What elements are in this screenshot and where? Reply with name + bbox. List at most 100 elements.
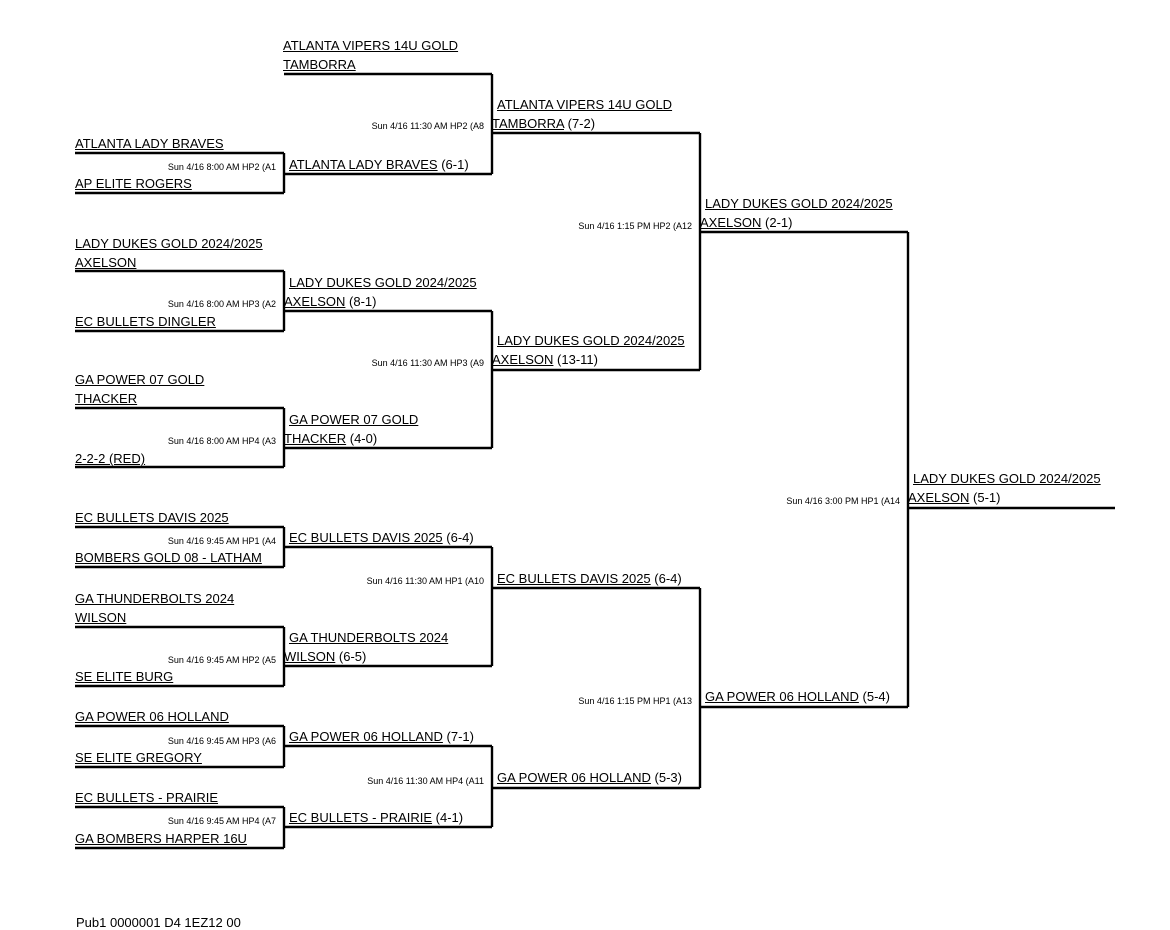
score: (6-4) — [654, 571, 682, 586]
team-slot-ec-bullets-davis-2025[interactable]: EC BULLETS DAVIS 2025 — [75, 508, 229, 527]
score: (5-1) — [973, 490, 1001, 505]
team-slot-bombers-gold-08-latham[interactable]: BOMBERS GOLD 08 - LATHAM — [75, 548, 262, 567]
match-a10-lines — [284, 545, 494, 668]
winner-slot-a7[interactable]: EC BULLETS - PRAIRIE (4-1) — [289, 808, 463, 827]
team-name[interactable]: LADY DUKES GOLD 2024/2025 — [913, 471, 1101, 486]
match-a12-lines — [492, 131, 702, 372]
team-name[interactable]: GA THUNDERBOLTS 2024 — [75, 591, 235, 606]
team-name[interactable]: EC BULLETS - PRAIRIE — [75, 790, 219, 805]
team-name[interactable]: BOMBERS GOLD 08 - LATHAM — [75, 550, 262, 565]
winner-slot-a1[interactable]: ATLANTA LADY BRAVES (6-1) — [289, 155, 469, 174]
team-name[interactable]: LADY DUKES GOLD 2024/2025 — [497, 333, 685, 348]
score: (6-1) — [441, 157, 469, 172]
team-slot-ga-power-07-gold[interactable]: GA POWER 07 GOLD THACKER — [75, 370, 204, 408]
match-a5-lines — [75, 625, 286, 688]
team-name[interactable]: EC BULLETS DAVIS 2025 — [75, 510, 229, 525]
team-slot-ga-power-06-holland[interactable]: GA POWER 06 HOLLAND — [75, 707, 229, 726]
game-label-a7: Sun 4/16 9:45 AM HP4 (A7 — [167, 816, 276, 826]
team-name[interactable]: 2-2-2 (RED) — [75, 451, 146, 466]
footer-text: Pub1 0000001 D4 1EZ12 00 — [76, 915, 241, 930]
game-label-a6: Sun 4/16 9:45 AM HP3 (A6 — [167, 736, 276, 746]
game-label-a12: Sun 4/16 1:15 PM HP2 (A12 — [578, 221, 692, 231]
winner-slot-a11[interactable]: GA POWER 06 HOLLAND (5-3) — [497, 768, 682, 787]
winner-slot-a12[interactable]: LADY DUKES GOLD 2024/2025 AXELSON (2-1) — [700, 194, 893, 232]
winner-slot-a8[interactable]: ATLANTA VIPERS 14U GOLD TAMBORRA (7-2) — [492, 95, 672, 133]
game-label-a5: Sun 4/16 9:45 AM HP2 (A5 — [167, 655, 276, 665]
team-slot-lady-dukes-gold[interactable]: LADY DUKES GOLD 2024/2025 AXELSON — [75, 234, 263, 272]
team-slot-ga-thunderbolts-2024[interactable]: GA THUNDERBOLTS 2024 WILSON — [75, 589, 234, 627]
score: (4-1) — [435, 810, 464, 825]
team-slot-atlanta-vipers-14u-gold[interactable]: ATLANTA VIPERS 14U GOLD TAMBORRA — [283, 36, 458, 74]
team-coach[interactable]: AXELSON — [284, 294, 346, 309]
score: (6-4) — [446, 530, 474, 545]
winner-slot-a3[interactable]: GA POWER 07 GOLD THACKER (4-0) — [284, 410, 418, 448]
game-label-a8: Sun 4/16 11:30 AM HP2 (A8 — [371, 121, 484, 131]
winner-slot-a2[interactable]: LADY DUKES GOLD 2024/2025 AXELSON (8-1) — [284, 273, 477, 311]
score: (7-2) — [567, 116, 596, 131]
champion-slot[interactable]: LADY DUKES GOLD 2024/2025 AXELSON (5-1) — [908, 469, 1101, 507]
team-coach[interactable]: TAMBORRA — [492, 116, 564, 131]
team-name[interactable]: ATLANTA LADY BRAVES — [289, 157, 438, 172]
team-name[interactable]: EC BULLETS DAVIS 2025 — [289, 530, 443, 545]
team-name[interactable]: EC BULLETS DINGLER — [75, 314, 216, 329]
team-name[interactable]: GA THUNDERBOLTS 2024 — [289, 630, 449, 645]
team-name[interactable]: LADY DUKES GOLD 2024/2025 — [705, 196, 893, 211]
team-name[interactable]: GA BOMBERS HARPER 16U — [75, 831, 247, 846]
team-name[interactable]: AP ELITE ROGERS — [75, 176, 192, 191]
team-name[interactable]: GA POWER 06 HOLLAND — [289, 729, 443, 744]
match-a13-lines — [492, 586, 702, 790]
winner-slot-a6[interactable]: GA POWER 06 HOLLAND (7-1) — [289, 727, 474, 746]
winner-slot-a4[interactable]: EC BULLETS DAVIS 2025 (6-4) — [289, 528, 474, 547]
team-name[interactable]: GA POWER 07 GOLD — [75, 372, 205, 387]
winner-slot-a10[interactable]: EC BULLETS DAVIS 2025 (6-4) — [497, 569, 682, 588]
team-name[interactable]: ATLANTA VIPERS 14U GOLD — [497, 97, 673, 112]
team-slot-ap-elite-rogers[interactable]: AP ELITE ROGERS — [75, 174, 192, 193]
winner-slot-a9[interactable]: LADY DUKES GOLD 2024/2025 AXELSON (13-11… — [492, 331, 685, 369]
team-coach[interactable]: AXELSON — [492, 352, 554, 367]
score: (8-1) — [349, 294, 377, 309]
match-a2-lines — [75, 269, 286, 333]
match-a9-lines — [284, 309, 494, 450]
team-name[interactable]: LADY DUKES GOLD 2024/2025 — [75, 236, 263, 251]
team-name[interactable]: LADY DUKES GOLD 2024/2025 — [289, 275, 477, 290]
game-label-a1: Sun 4/16 8:00 AM HP2 (A1 — [167, 162, 276, 172]
winner-slot-a5[interactable]: GA THUNDERBOLTS 2024 WILSON (6-5) — [284, 628, 448, 666]
team-slot-ga-bombers-harper-16u[interactable]: GA BOMBERS HARPER 16U — [75, 829, 247, 848]
team-name[interactable]: SE ELITE GREGORY — [75, 750, 202, 765]
match-a3-lines — [75, 406, 286, 469]
game-label-a14: Sun 4/16 3:00 PM HP1 (A14 — [786, 496, 900, 506]
match-a11-lines — [284, 744, 494, 829]
game-label-a11: Sun 4/16 11:30 AM HP4 (A11 — [367, 776, 484, 786]
team-coach[interactable]: THACKER — [284, 431, 347, 446]
team-slot-2-2-2-red[interactable]: 2-2-2 (RED) — [75, 449, 145, 468]
team-name[interactable]: GA POWER 06 HOLLAND — [75, 709, 229, 724]
team-coach[interactable]: AXELSON — [908, 490, 970, 505]
match-a14-lines — [700, 230, 910, 709]
game-label-a2: Sun 4/16 8:00 AM HP3 (A2 — [167, 299, 276, 309]
score: (7-1) — [446, 729, 474, 744]
winner-slot-a13[interactable]: GA POWER 06 HOLLAND (5-4) — [705, 687, 890, 706]
team-slot-se-elite-gregory[interactable]: SE ELITE GREGORY — [75, 748, 202, 767]
team-name[interactable]: SE ELITE BURG — [75, 669, 174, 684]
team-coach[interactable]: AXELSON — [75, 255, 137, 270]
team-name[interactable]: GA POWER 06 HOLLAND — [705, 689, 859, 704]
team-coach[interactable]: AXELSON — [700, 215, 762, 230]
score: (13-11) — [557, 352, 598, 367]
team-slot-atlanta-lady-braves[interactable]: ATLANTA LADY BRAVES — [75, 134, 224, 153]
team-slot-ec-bullets-prairie[interactable]: EC BULLETS - PRAIRIE — [75, 788, 218, 807]
team-name[interactable]: GA POWER 07 GOLD — [289, 412, 419, 427]
team-name[interactable]: ATLANTA VIPERS 14U GOLD — [283, 38, 459, 53]
team-name[interactable]: GA POWER 06 HOLLAND — [497, 770, 651, 785]
team-name[interactable]: EC BULLETS - PRAIRIE — [289, 810, 433, 825]
score: (5-3) — [654, 770, 682, 785]
team-slot-ec-bullets-dingler[interactable]: EC BULLETS DINGLER — [75, 312, 216, 331]
score: (5-4) — [862, 689, 890, 704]
team-coach[interactable]: WILSON — [284, 649, 336, 664]
team-coach[interactable]: WILSON — [75, 610, 127, 625]
team-slot-se-elite-burg[interactable]: SE ELITE BURG — [75, 667, 173, 686]
team-coach[interactable]: TAMBORRA — [283, 57, 356, 72]
team-coach[interactable]: THACKER — [75, 391, 138, 406]
team-name[interactable]: EC BULLETS DAVIS 2025 — [497, 571, 651, 586]
team-name[interactable]: ATLANTA LADY BRAVES — [75, 136, 224, 151]
